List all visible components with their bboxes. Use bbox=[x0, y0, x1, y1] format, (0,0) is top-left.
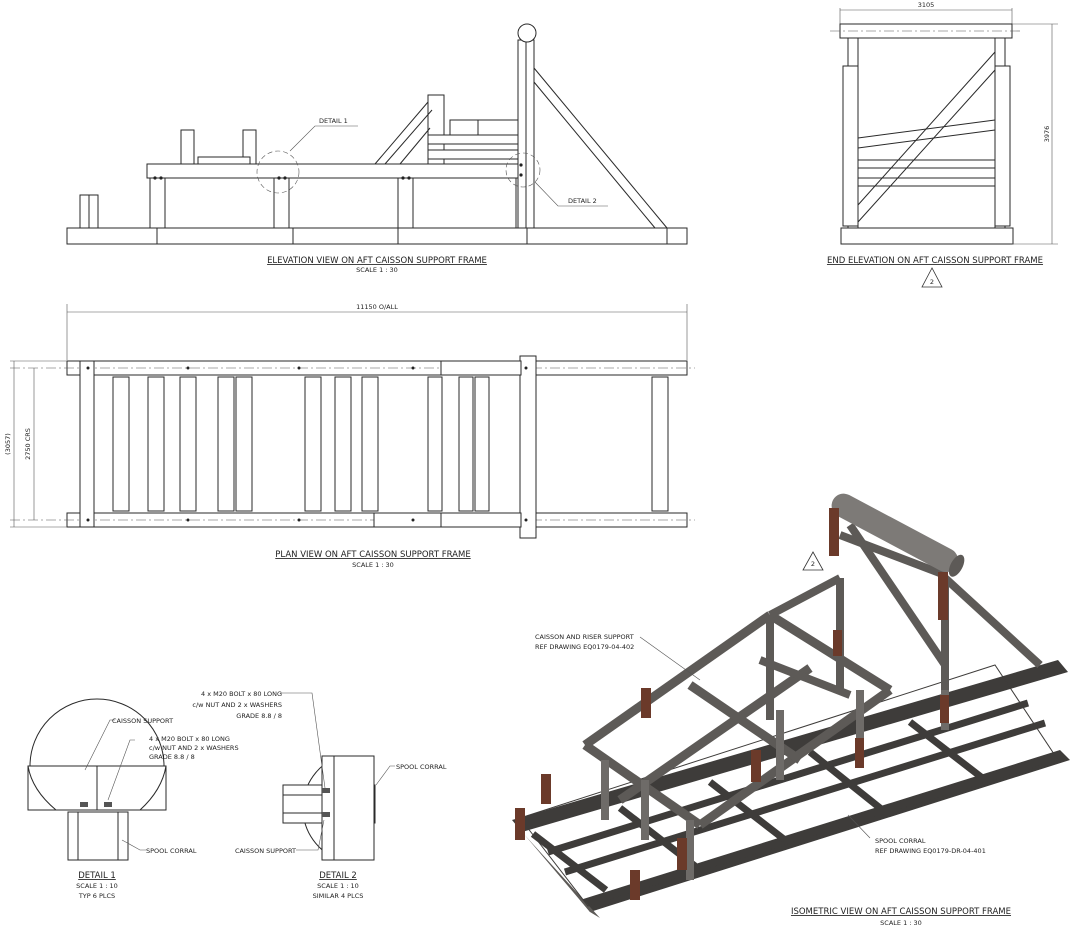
plan-scale: SCALE 1 : 30 bbox=[352, 561, 394, 569]
detail2-bolt-line1: 4 x M20 BOLT x 80 LONG bbox=[201, 690, 282, 698]
plan-view bbox=[10, 304, 695, 539]
detail1-scale: SCALE 1 : 10 bbox=[76, 882, 118, 890]
isometric-scale: SCALE 1 : 30 bbox=[880, 919, 922, 927]
detail1-bolt-line1: 4 x M20 BOLT x 80 LONG bbox=[149, 735, 230, 743]
detail2-bolt-line3: GRADE 8.8 / 8 bbox=[236, 712, 282, 720]
detail1-note: TYP 6 PLCS bbox=[78, 892, 115, 900]
detail1-bolt-line3: GRADE 8.8 / 8 bbox=[149, 753, 195, 761]
end-height-dimension: 3976 bbox=[1043, 126, 1051, 143]
detail1-callout: DETAIL 1 bbox=[319, 117, 348, 125]
detail1-spool-corral: SPOOL CORRAL bbox=[146, 847, 197, 855]
plan-overall-dimension: 11150 O/ALL bbox=[356, 303, 398, 311]
detail2-spool-corral: SPOOL CORRAL bbox=[396, 763, 447, 771]
iso-caisson-riser-line1: CAISSON AND RISER SUPPORT bbox=[535, 633, 634, 641]
end-elevation-title: END ELEVATION ON AFT CAISSON SUPPORT FRA… bbox=[827, 256, 1043, 266]
elevation-scale: SCALE 1 : 30 bbox=[356, 266, 398, 274]
detail2-caisson-support: CAISSON SUPPORT bbox=[235, 847, 296, 855]
end-elevation-marker: 2 bbox=[930, 278, 934, 286]
plan-crs-dimension: 2750 CRS bbox=[24, 428, 32, 460]
plan-title: PLAN VIEW ON AFT CAISSON SUPPORT FRAME bbox=[275, 550, 470, 560]
detail1-caisson-support: CAISSON SUPPORT bbox=[112, 717, 173, 725]
plan-outer-dimension: (3057) bbox=[4, 433, 12, 455]
detail2-scale: SCALE 1 : 10 bbox=[317, 882, 359, 890]
detail2-bolt-line2: c/w NUT AND 2 x WASHERS bbox=[192, 701, 282, 709]
elevation-view bbox=[66, 23, 688, 245]
iso-caisson-riser-line2: REF DRAWING EQ0179-04-402 bbox=[535, 643, 634, 651]
elevation-title: ELEVATION VIEW ON AFT CAISSON SUPPORT FR… bbox=[267, 256, 487, 266]
iso-spool-corral-line2: REF DRAWING EQ0179-DR-04-401 bbox=[875, 847, 986, 855]
end-width-dimension: 3105 bbox=[918, 1, 935, 9]
detail1-bolt-line2: c/w NUT AND 2 x WASHERS bbox=[149, 744, 239, 752]
isometric-marker: 2 bbox=[811, 560, 815, 568]
isometric-title: ISOMETRIC VIEW ON AFT CAISSON SUPPORT FR… bbox=[791, 907, 1011, 917]
detail1-title: DETAIL 1 bbox=[78, 871, 116, 881]
detail1-drawing bbox=[27, 698, 167, 861]
detail2-title: DETAIL 2 bbox=[319, 871, 357, 881]
iso-spool-corral-line1: SPOOL CORRAL bbox=[875, 837, 926, 845]
isometric-view bbox=[512, 493, 1070, 918]
end-elevation-view bbox=[830, 8, 1058, 288]
detail2-note: SIMILAR 4 PLCS bbox=[313, 892, 364, 900]
detail2-callout: DETAIL 2 bbox=[568, 197, 597, 205]
detail2-drawing bbox=[280, 692, 395, 861]
